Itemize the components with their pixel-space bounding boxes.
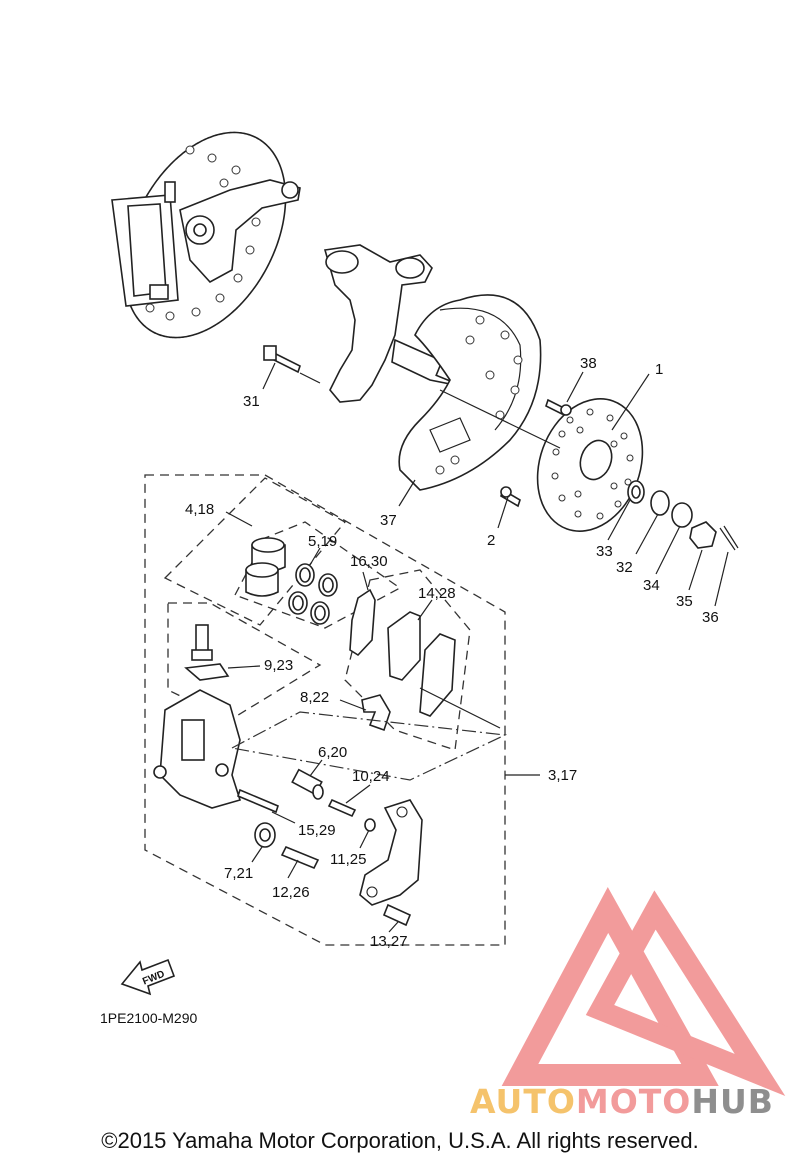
callout-9-23: 9,23 (264, 657, 293, 674)
brake-pads (387, 611, 456, 717)
disc-guard (398, 294, 542, 491)
fwd-arrow-icon: FWD (120, 958, 176, 996)
callout-2: 2 (487, 532, 495, 549)
callout-15-29: 15,29 (298, 822, 336, 839)
callout-4-18: 4,18 (185, 501, 214, 518)
callout-33: 33 (596, 543, 613, 560)
callout-3-17: 3,17 (548, 767, 577, 784)
brake-disc (536, 398, 644, 532)
brand-part-hub: HUB (691, 1082, 774, 1121)
callout-6-20: 6,20 (318, 744, 347, 761)
bleed-screw (184, 624, 230, 681)
caliper-pins (237, 768, 412, 927)
callout-37: 37 (380, 512, 397, 529)
callout-38: 38 (580, 355, 597, 372)
diagram-code: 1PE2100-M290 (100, 1010, 198, 1026)
callout-31: 31 (243, 393, 260, 410)
hub-hardware (627, 480, 739, 551)
copyright-notice: ©2015 Yamaha Motor Corporation, U.S.A. A… (101, 1128, 699, 1153)
callout-36: 36 (702, 609, 719, 626)
leader-lines (225, 362, 729, 933)
callout-16-30: 16,30 (350, 553, 388, 570)
pad-spring (349, 588, 376, 657)
callout-13-27: 13,27 (370, 933, 408, 950)
brand-part-moto: MOTO (575, 1082, 692, 1121)
caliper-body (153, 689, 242, 809)
bolts (263, 345, 572, 508)
assembled-view (111, 131, 301, 339)
callout-10-24: 10,24 (352, 768, 390, 785)
o-ring (364, 818, 376, 832)
pistons (245, 537, 286, 597)
callout-5-19: 5,19 (308, 533, 337, 550)
caliper-bracket (359, 799, 423, 906)
watermark-logo (501, 887, 786, 1097)
callout-12-26: 12,26 (272, 884, 310, 901)
pad-clip (361, 694, 391, 732)
callout-32: 32 (616, 559, 633, 576)
callout-1: 1 (655, 361, 663, 378)
callout-14-28: 14,28 (418, 585, 456, 602)
callout-labels: 1 38 31 37 2 33 32 34 35 36 4,18 5,19 16… (185, 355, 719, 950)
callout-11-25: 11,25 (330, 851, 366, 868)
callout-35: 35 (676, 593, 693, 610)
callout-8-22: 8,22 (300, 689, 329, 706)
watermark-brand: AUTOMOTOHUB (470, 1082, 774, 1121)
callout-7-21: 7,21 (224, 865, 253, 882)
bushing (254, 822, 276, 848)
seals (288, 563, 338, 625)
callout-34: 34 (643, 577, 660, 594)
brand-part-auto: AUTO (470, 1082, 576, 1121)
